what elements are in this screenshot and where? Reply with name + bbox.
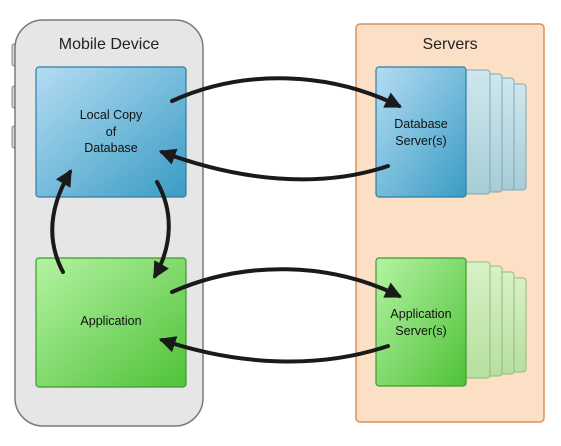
- application-server-label-line-2: Server(s): [395, 324, 447, 338]
- response-from-app-server-arrow: [158, 336, 390, 364]
- local-database-label-line-2: of: [105, 124, 117, 139]
- database-server-label-line-2: Server(s): [395, 134, 447, 148]
- application-server-label-line-1: Application: [390, 307, 452, 322]
- request-to-app-server-arrow: [170, 267, 403, 298]
- mobile-device-title: Mobile Device: [58, 36, 160, 54]
- db-to-application-arrow: [153, 180, 171, 279]
- application-to-db-arrow: [50, 169, 72, 274]
- local-database-label: Local Copy of Database: [36, 104, 186, 160]
- sync-from-db-server-arrow: [158, 148, 390, 182]
- application-label: Application: [80, 313, 142, 328]
- application-box: [35, 257, 187, 388]
- application-server-label: Application Server(s): [376, 304, 466, 342]
- local-database-box: [35, 66, 187, 198]
- database-server-label: Database Server(s): [376, 114, 466, 152]
- servers-title: Servers: [422, 36, 478, 54]
- sync-to-db-server-arrow: [170, 76, 403, 108]
- local-database-label-line-1: Local Copy: [79, 107, 143, 122]
- local-database-label-line-3: Database: [84, 141, 138, 156]
- database-server-label-line-1: Database: [394, 117, 448, 132]
